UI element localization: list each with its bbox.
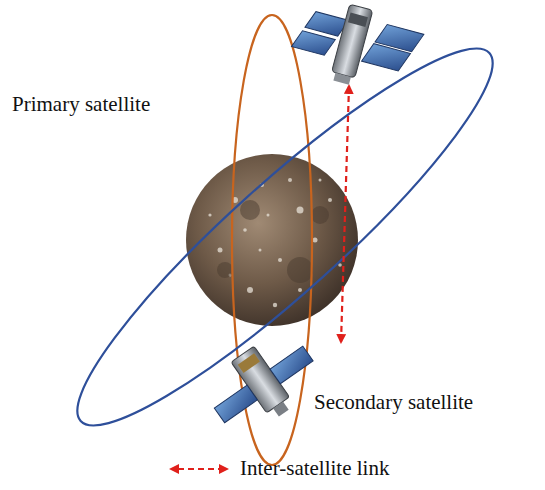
legend-text: Inter-satellite link	[240, 456, 389, 481]
satellite-label: Primary satellite	[10, 92, 152, 117]
legend-item: Inter-satellite link	[168, 456, 389, 481]
inclined-orbit	[44, 12, 526, 462]
link-arrow	[341, 86, 349, 342]
satellite-label: Secondary satellite	[312, 390, 475, 415]
primary-satellite	[286, 0, 427, 100]
secondary-satellite	[198, 323, 328, 444]
legend-sample	[168, 462, 230, 476]
planet	[186, 154, 358, 326]
